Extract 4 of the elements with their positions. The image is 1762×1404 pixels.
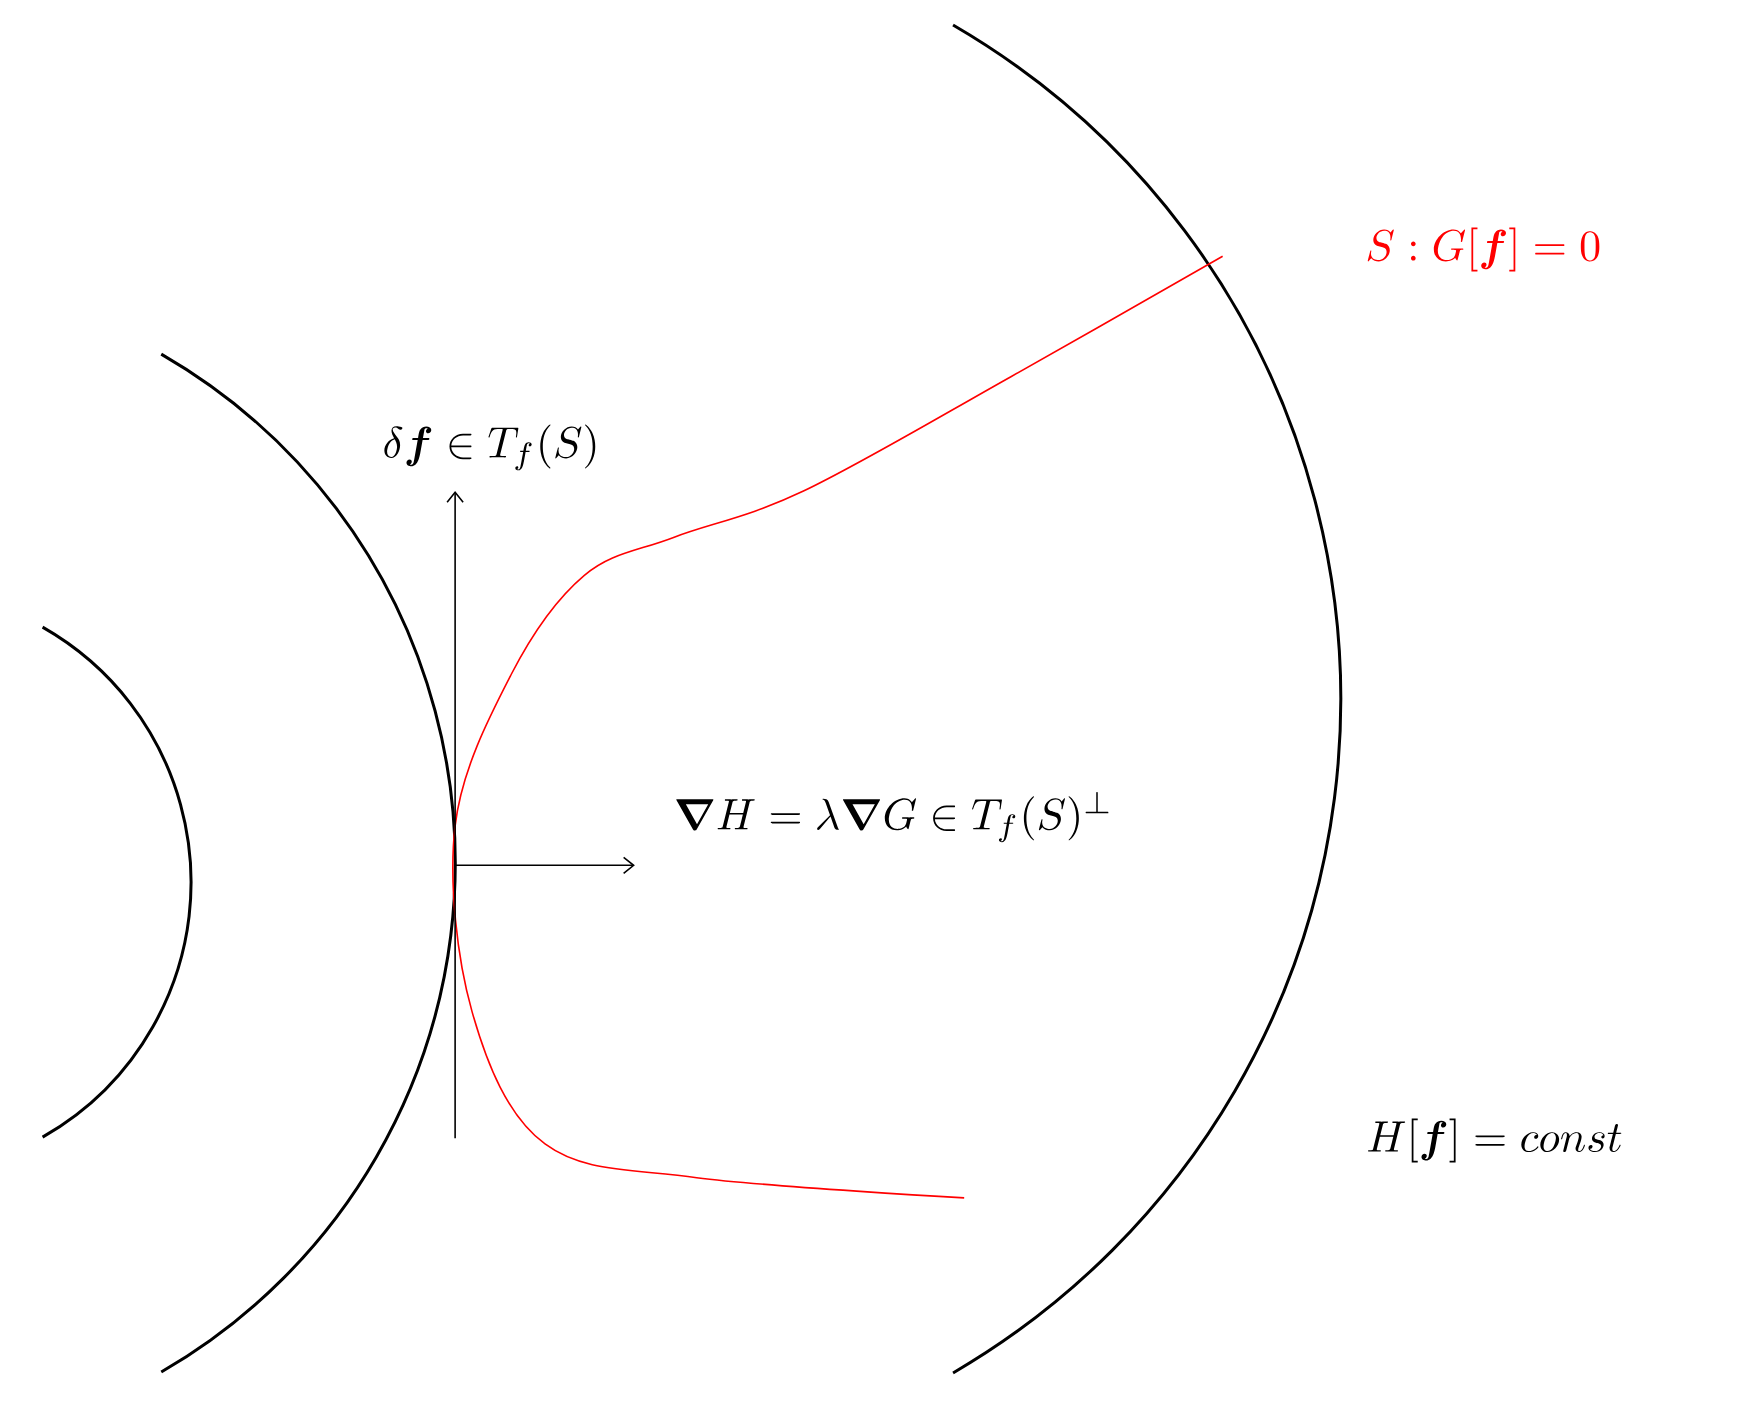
formula-label: $H[\boldsymbol{f}] = const$	[1368, 1118, 1622, 1163]
formula-label: $\delta \boldsymbol{f} \in T_{f}(S)$	[384, 424, 596, 471]
formula-label: $\boldsymbol{\nabla} H = \lambda \boldsymbol{\nabla} G \in T_{f}(S)^{\perp}$	[676, 792, 1109, 843]
formula-label: $S : G[\boldsymbol{f}] = 0$	[1367, 227, 1600, 272]
